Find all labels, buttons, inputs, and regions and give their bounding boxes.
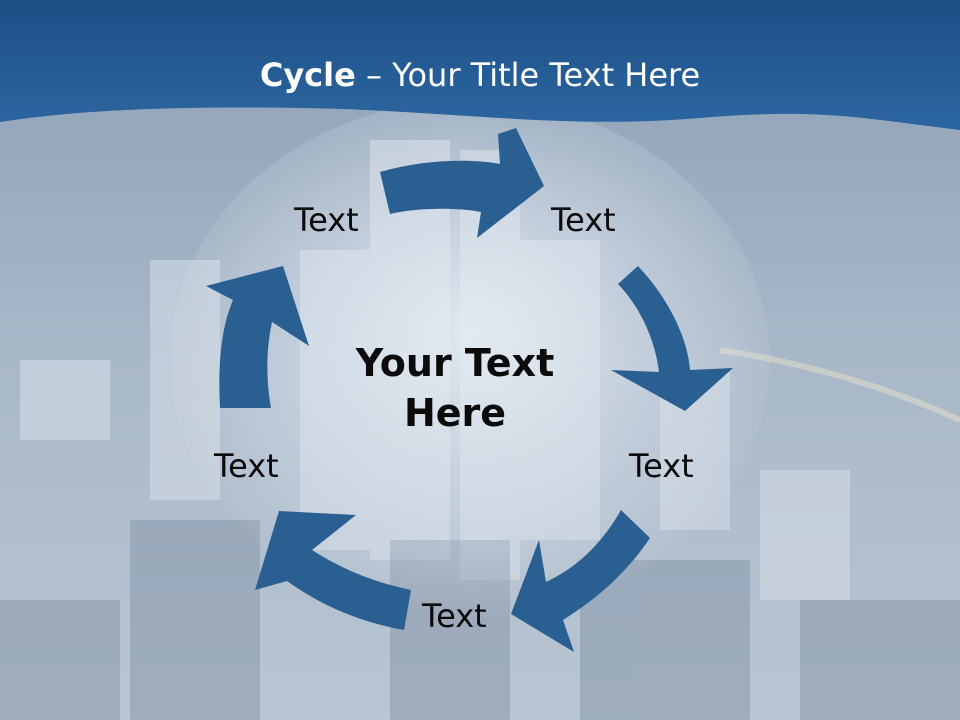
center-text-line-1: Your Text: [355, 341, 555, 385]
arrow-lower-right: [511, 510, 650, 652]
title-bold: Cycle: [259, 56, 356, 94]
cycle-label-4: Text: [422, 597, 487, 635]
arrow-upper-right: [611, 266, 733, 411]
slide-title: Cycle – Your Title Text Here: [0, 52, 960, 98]
cycle-label-3: Text: [629, 447, 694, 485]
title-rest: – Your Title Text Here: [355, 56, 701, 94]
center-text-line-2: Here: [403, 391, 507, 435]
arrow-lower-left: [255, 511, 411, 630]
center-text: Your Text Here: [320, 338, 590, 438]
cycle-label-1: Text: [294, 201, 359, 239]
arrow-upper-left: [206, 266, 309, 408]
arrow-top: [380, 128, 544, 238]
cycle-label-2: Text: [551, 201, 616, 239]
cycle-arrows: [206, 128, 733, 652]
cycle-label-5: Text: [214, 447, 279, 485]
